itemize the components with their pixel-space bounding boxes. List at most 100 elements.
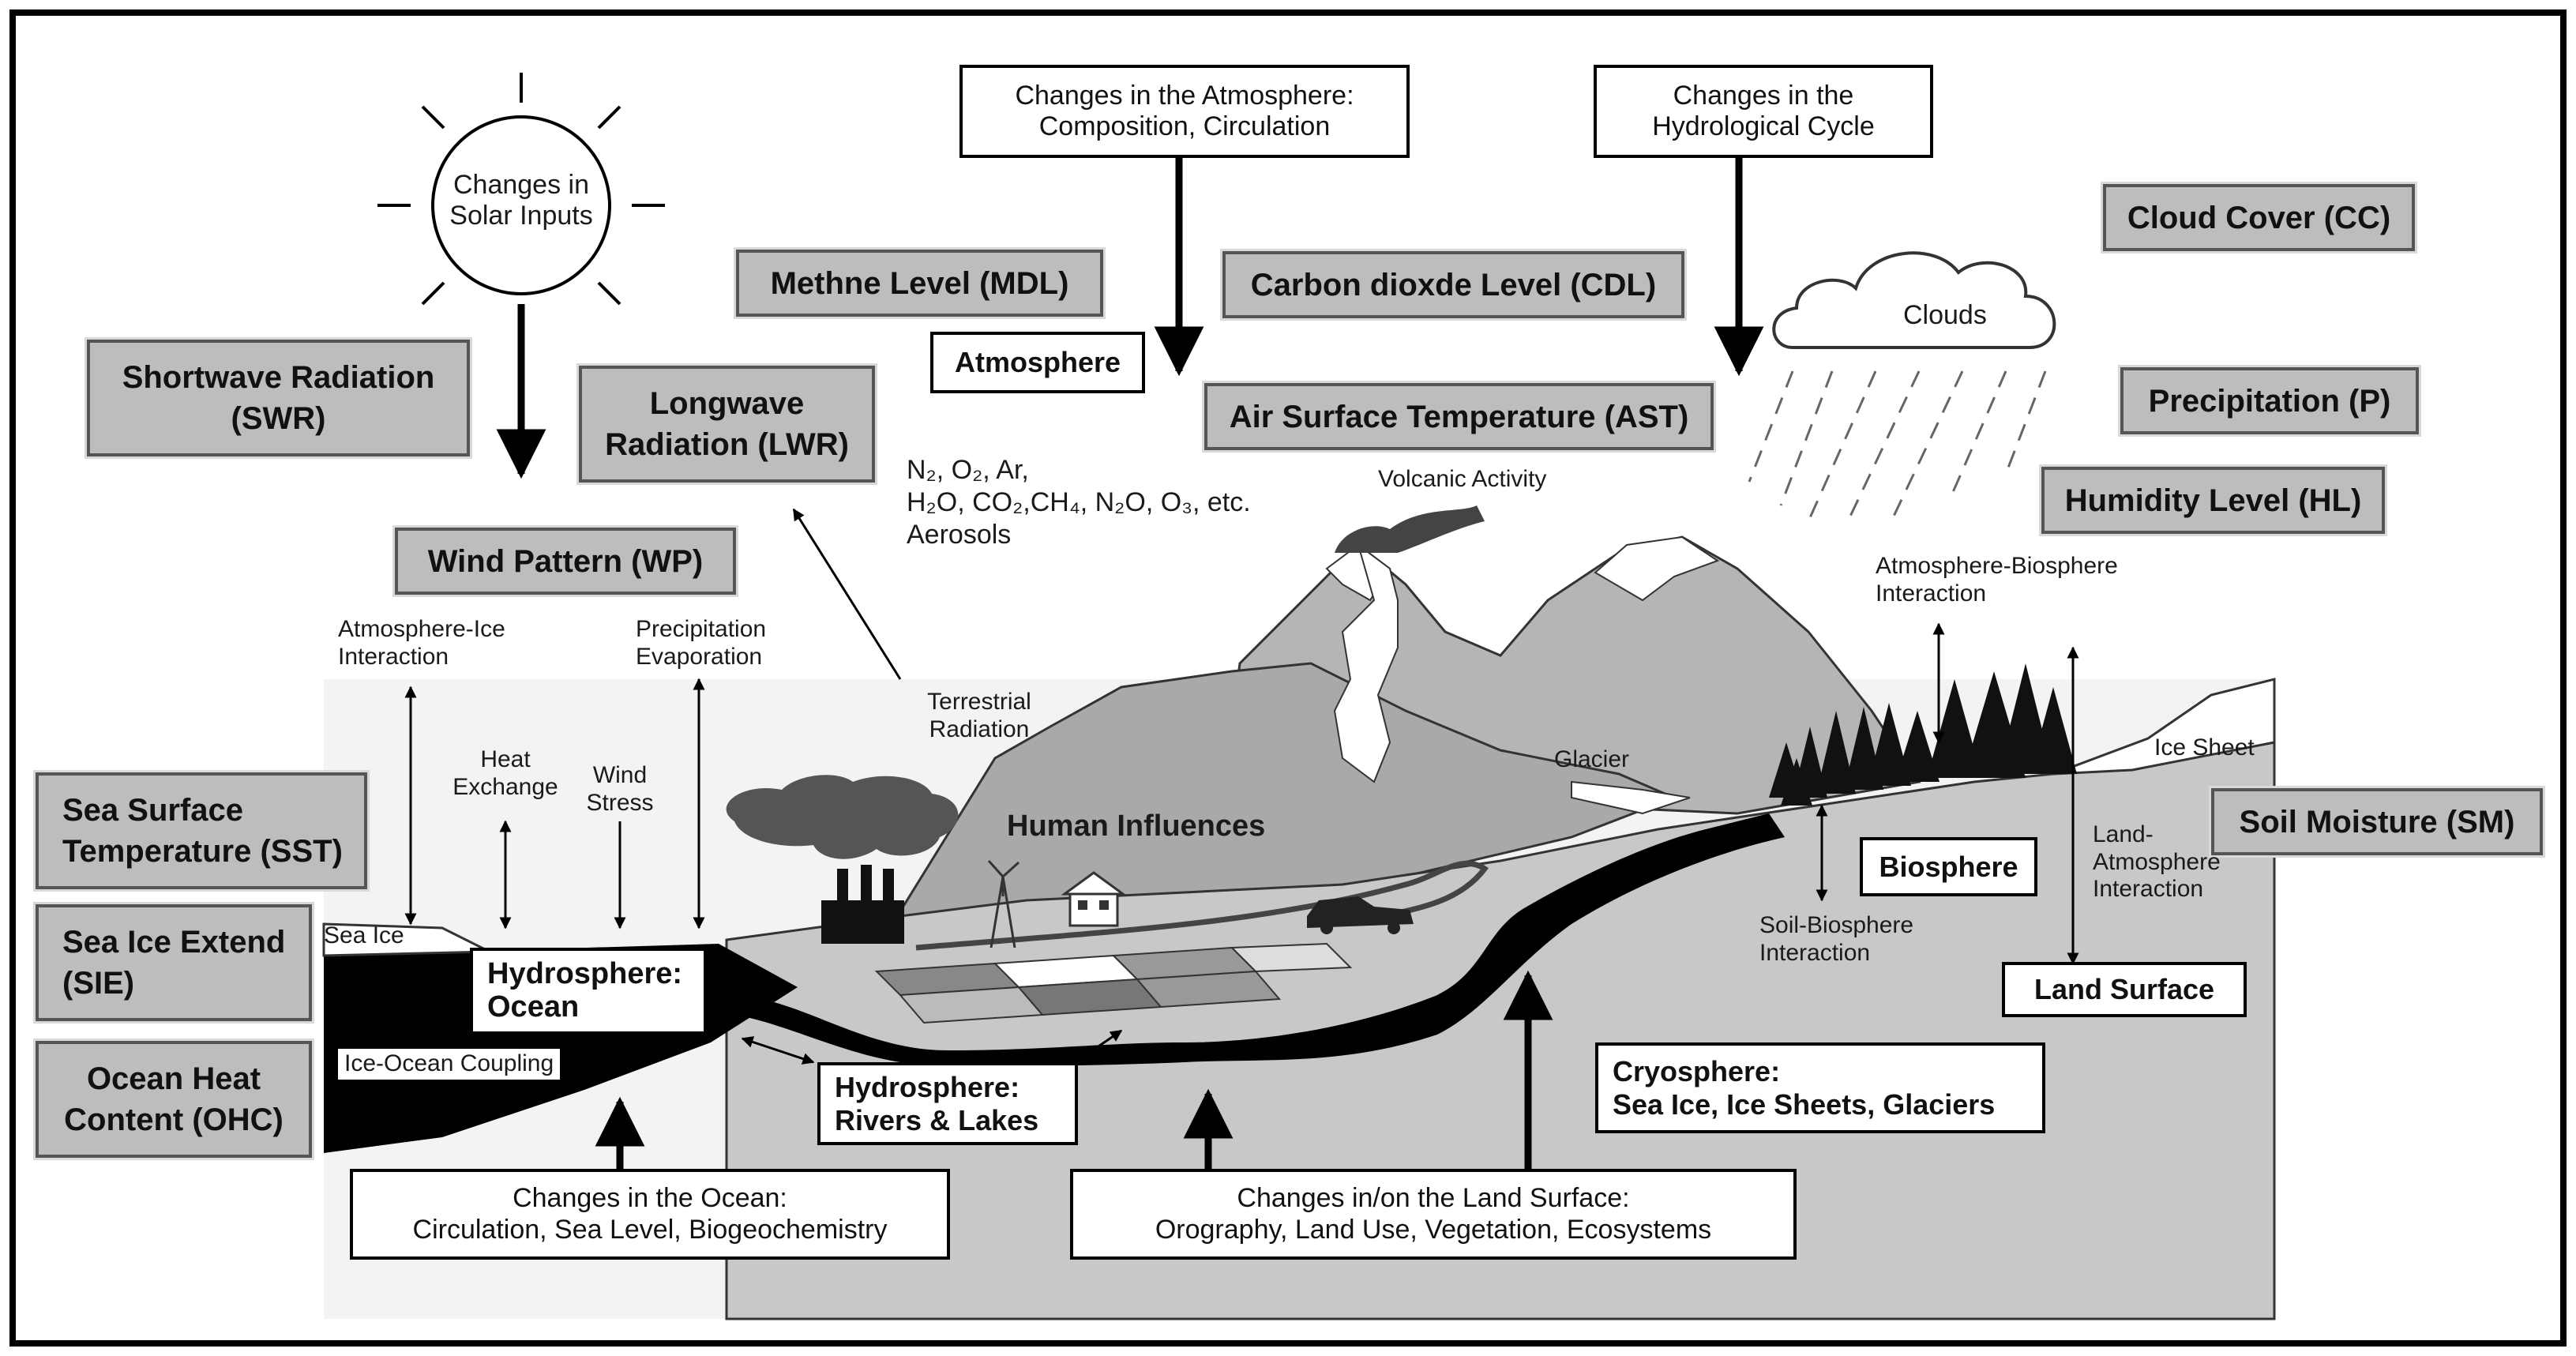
- land-atm-label: Land- Atmosphere Interaction: [2093, 821, 2221, 903]
- variable-box-cc: Cloud Cover (CC): [2101, 182, 2417, 254]
- variable-box-sst: Sea Surface Temperature (SST): [33, 770, 370, 892]
- land-atm-line-3: Interaction: [2093, 876, 2204, 902]
- atm-bio-line-1: Atmosphere-Biosphere: [1876, 553, 2118, 579]
- cryo-line-1: Cryosphere:: [1613, 1055, 1781, 1088]
- ocean-changes-box: Changes in the Ocean: Circulation, Sea L…: [350, 1169, 950, 1260]
- variable-box-cdl: Carbon dioxde Level (CDL): [1220, 249, 1687, 321]
- solar-line-1: Changes in: [452, 170, 589, 200]
- ocean-box: Hydrosphere: Ocean: [470, 948, 707, 1035]
- hydro-changes-line-1: Changes in the: [1673, 80, 1854, 111]
- mdl-line-1: Methne Level (MDL): [770, 265, 1069, 301]
- wind-line-2: Stress: [586, 789, 654, 816]
- biosphere-box: Biosphere: [1860, 837, 2037, 896]
- land-atm-line-1: Land-: [2093, 821, 2154, 847]
- swr-line-2: (SWR): [231, 401, 326, 436]
- swr-line-1: Shortwave Radiation: [122, 360, 435, 395]
- biosphere-label: Biosphere: [1879, 850, 2018, 883]
- glacier-tongue: [1571, 780, 1691, 815]
- interaction-arrows: [404, 622, 2079, 1076]
- atmosphere-changes-line-1: Changes in the Atmosphere:: [1015, 80, 1354, 111]
- human-influences-label: Human Influences: [1007, 809, 1266, 843]
- rivers-lakes-box: Hydrosphere: Rivers & Lakes: [817, 1062, 1078, 1145]
- sst-line-1: Sea Surface: [62, 793, 244, 828]
- gases-label: N₂, O₂, Ar, H₂O, CO₂,CH₄, N₂O, O₃, etc. …: [907, 454, 1251, 550]
- heat-line-2: Exchange: [452, 773, 558, 800]
- ocean-rivers-arrow: [741, 1036, 815, 1065]
- ohc-line-2: Content (OHC): [64, 1102, 284, 1137]
- land-changes-line-2: Orography, Land Use, Vegetation, Ecosyst…: [1155, 1214, 1712, 1245]
- wp-line-1: Wind Pattern (WP): [427, 543, 704, 579]
- terrestrial-label: Terrestrial Radiation: [900, 689, 1058, 743]
- sea-ice-label: Sea Ice: [324, 922, 404, 948]
- land-changes-box: Changes in/on the Land Surface: Orograph…: [1070, 1169, 1797, 1260]
- clouds-label: Clouds: [1903, 300, 1987, 330]
- atm-bio-label: Atmosphere-Biosphere Interaction: [1876, 553, 2118, 607]
- sst-line-2: Temperature (SST): [62, 834, 343, 869]
- soil-bio-line-2: Interaction: [1759, 939, 1871, 966]
- atmosphere-changes-line-2: Composition, Circulation: [1038, 111, 1331, 141]
- sie-line-1: Sea Ice Extend: [62, 925, 286, 960]
- cdl-line-1: Carbon dioxde Level (CDL): [1250, 267, 1657, 302]
- rivers-line-2: Rivers & Lakes: [835, 1103, 1039, 1136]
- precip-evap-label: Precipitation Evaporation: [636, 616, 766, 670]
- snowcap-2: [1594, 535, 1720, 602]
- p-line-1: Precipitation (P): [2148, 383, 2391, 419]
- farm-fields: [874, 942, 1353, 1024]
- tree-icons: [1769, 663, 2077, 806]
- sun-icon: [377, 73, 665, 338]
- terrestrial-radiation-arrow: [792, 508, 902, 680]
- land-atm-line-2: Atmosphere: [2093, 848, 2221, 875]
- variable-box-wp: Wind Pattern (WP): [392, 525, 738, 597]
- precip-line-2: Evaporation: [636, 643, 763, 670]
- sm-line-1: Soil Moisture (SM): [2239, 804, 2515, 840]
- ocean-line-2: Ocean: [487, 990, 580, 1024]
- heat-line-1: Heat: [480, 746, 531, 772]
- variable-box-mdl: Methne Level (MDL): [734, 247, 1106, 319]
- atm-ice-label: Atmosphere-Ice Interaction: [338, 616, 505, 670]
- atmosphere-box: Atmosphere: [930, 332, 1145, 393]
- variable-box-hl: Humidity Level (HL): [2039, 464, 2387, 536]
- ocean-changes-line-2: Circulation, Sea Level, Biogeochemistry: [412, 1214, 888, 1245]
- gases-line-1: N₂, O₂, Ar,: [907, 455, 1029, 485]
- soil-bio-label: Soil-Biosphere Interaction: [1759, 912, 1913, 967]
- hydro-changes-box: Changes in the Hydrological Cycle: [1594, 65, 1933, 158]
- car-icon: [1307, 896, 1414, 934]
- ice-sheet-shape: [2052, 678, 2276, 776]
- variable-box-p: Precipitation (P): [2118, 365, 2421, 437]
- ohc-line-1: Ocean Heat: [86, 1061, 261, 1096]
- cryosphere-box: Cryosphere: Sea Ice, Ice Sheets, Glacier…: [1595, 1042, 2045, 1133]
- heat-exchange-label: Heat Exchange: [446, 746, 565, 801]
- wind-stress-label: Wind Stress: [573, 762, 667, 817]
- soil-bio-line-1: Soil-Biosphere: [1759, 912, 1914, 938]
- mountain-front: [890, 662, 1677, 926]
- variable-box-swr: Shortwave Radiation (SWR): [84, 337, 472, 459]
- solar-line-2: Solar Inputs: [449, 201, 593, 231]
- atm-ice-line-1: Atmosphere-Ice: [338, 616, 505, 642]
- cryo-line-2: Sea Ice, Ice Sheets, Glaciers: [1613, 1087, 1996, 1121]
- atm-ice-line-2: Interaction: [338, 643, 449, 670]
- glacier-shape: [1333, 543, 1399, 783]
- cc-line-1: Cloud Cover (CC): [2127, 200, 2391, 235]
- sie-line-2: (SIE): [62, 966, 135, 1001]
- volcanic-label: Volcanic Activity: [1378, 466, 1547, 492]
- land-surface-box: Land Surface: [2002, 962, 2247, 1017]
- windmill-icon: [987, 859, 1020, 948]
- factory-icon: [726, 775, 959, 944]
- wind-line-1: Wind: [592, 762, 648, 788]
- rivers-line-1: Hydrosphere:: [835, 1071, 1020, 1104]
- variable-box-sie: Sea Ice Extend (SIE): [33, 902, 314, 1024]
- gases-line-2: H₂O, CO₂,CH₄, N₂O, O₃, etc.: [907, 486, 1251, 517]
- terrestrial-line-1: Terrestrial: [927, 689, 1031, 715]
- glacier-label: Glacier: [1554, 746, 1630, 772]
- road: [915, 860, 1489, 951]
- variable-box-ast: Air Surface Temperature (AST): [1202, 381, 1716, 453]
- gases-line-3: Aerosols: [907, 519, 1012, 550]
- terrestrial-line-2: Radiation: [929, 716, 1030, 742]
- variable-box-ohc: Ocean Heat Content (OHC): [33, 1039, 314, 1160]
- ast-line-1: Air Surface Temperature (AST): [1229, 399, 1689, 434]
- land-surface-label: Land Surface: [2033, 973, 2215, 1006]
- ice-sheet-label: Ice Sheet: [2154, 734, 2255, 761]
- volcano-smoke-icon: [1335, 505, 1485, 553]
- variable-box-lwr: Longwave Radiation (LWR): [576, 363, 877, 485]
- ocean-line-1: Hydrosphere:: [487, 957, 683, 991]
